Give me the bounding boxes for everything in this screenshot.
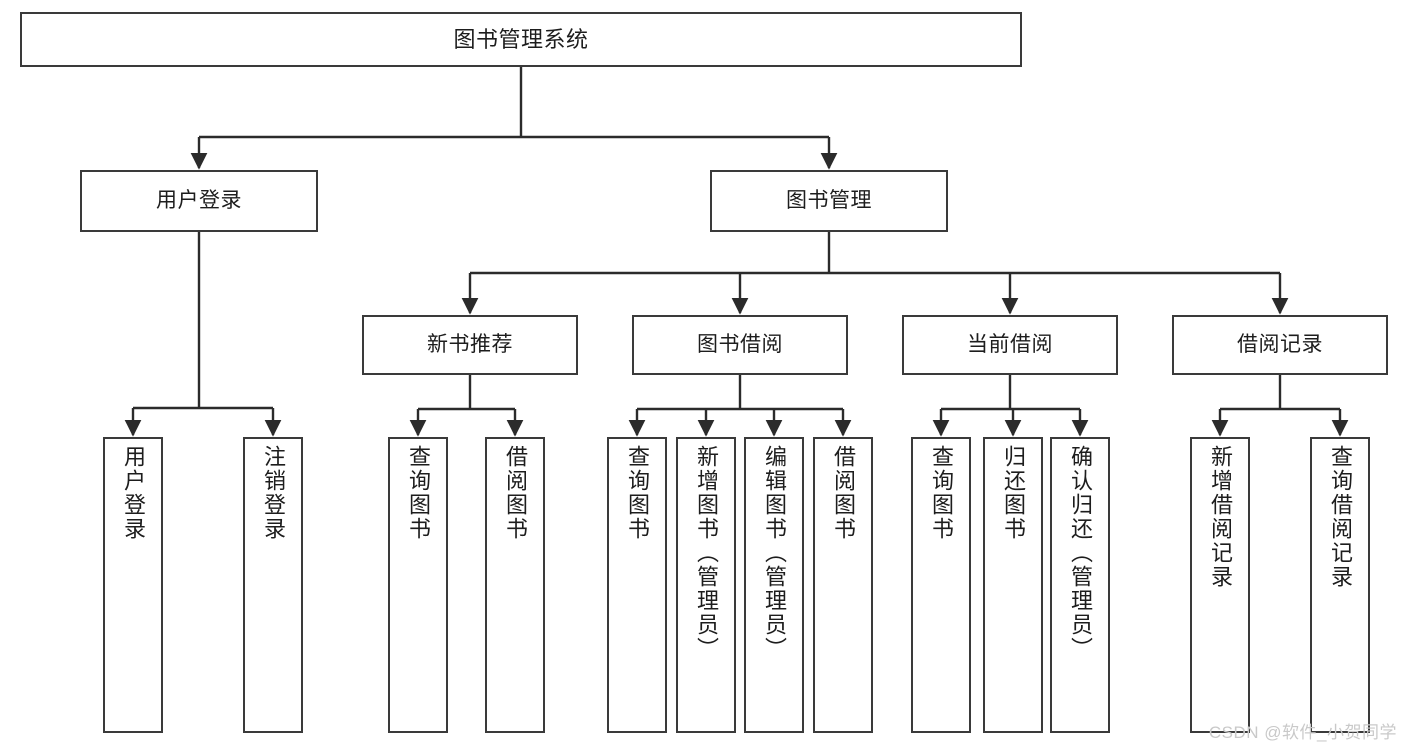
leaf-add-book-admin[interactable]: 新增图书（管理员）: [676, 437, 736, 733]
leaf-borrow-book[interactable]: 借阅图书: [813, 437, 873, 733]
node-user-login[interactable]: 用户登录: [80, 170, 318, 232]
node-new-book-recommend[interactable]: 新书推荐: [362, 315, 578, 375]
node-label: 用户登录: [156, 188, 242, 212]
leaf-query-book-recommend[interactable]: 查询图书: [388, 437, 448, 733]
leaf-query-book-borrow[interactable]: 查询图书: [607, 437, 667, 733]
leaf-confirm-return-admin[interactable]: 确认归还（管理员）: [1050, 437, 1110, 733]
node-label: 图书管理系统: [453, 26, 589, 52]
leaf-user-login[interactable]: 用户登录: [103, 437, 163, 733]
node-label: 当前借阅: [967, 332, 1053, 356]
node-label: 归还图书: [1001, 445, 1026, 541]
leaf-add-borrow-record[interactable]: 新增借阅记录: [1190, 437, 1250, 733]
node-label: 查询图书: [406, 445, 431, 541]
node-label: 查询图书: [929, 445, 954, 541]
node-label: 借阅图书: [503, 445, 528, 541]
node-label: 编辑图书（管理员）: [762, 445, 787, 661]
node-label: 确认归还（管理员）: [1068, 445, 1093, 661]
leaf-borrow-book-recommend[interactable]: 借阅图书: [485, 437, 545, 733]
node-label: 借阅图书: [831, 445, 856, 541]
watermark: CSDN @软件_小贺同学: [1208, 723, 1397, 742]
node-root[interactable]: 图书管理系统: [20, 12, 1022, 67]
leaf-logout[interactable]: 注销登录: [243, 437, 303, 733]
node-label: 查询图书: [625, 445, 650, 541]
node-label: 查询借阅记录: [1328, 445, 1353, 589]
node-book-management[interactable]: 图书管理: [710, 170, 948, 232]
leaf-query-book-current[interactable]: 查询图书: [911, 437, 971, 733]
node-label: 新增图书（管理员）: [694, 445, 719, 661]
node-label: 注销登录: [261, 445, 286, 541]
node-label: 图书管理: [786, 188, 872, 212]
node-label: 图书借阅: [697, 332, 783, 356]
node-borrow-record[interactable]: 借阅记录: [1172, 315, 1388, 375]
leaf-query-borrow-record[interactable]: 查询借阅记录: [1310, 437, 1370, 733]
node-label: 新书推荐: [427, 332, 513, 356]
leaf-return-book[interactable]: 归还图书: [983, 437, 1043, 733]
node-book-borrow[interactable]: 图书借阅: [632, 315, 848, 375]
node-current-borrow[interactable]: 当前借阅: [902, 315, 1118, 375]
node-label: 新增借阅记录: [1208, 445, 1233, 589]
node-label: 用户登录: [121, 445, 146, 541]
node-label: 借阅记录: [1237, 332, 1323, 356]
leaf-edit-book-admin[interactable]: 编辑图书（管理员）: [744, 437, 804, 733]
